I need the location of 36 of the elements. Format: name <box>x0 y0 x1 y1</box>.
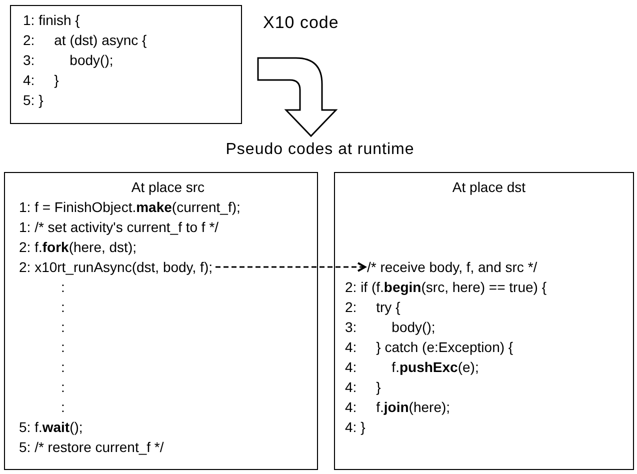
panel-heading: At place dst <box>451 178 527 197</box>
code-line: : <box>61 278 65 297</box>
code-line: 2: try { <box>345 298 400 317</box>
code-line: : <box>61 338 65 357</box>
code-line: 2: f.fork(here, dst); <box>19 238 137 257</box>
code-line: : <box>61 378 65 397</box>
code-line: 1: finish { <box>23 11 80 30</box>
code-line: : <box>61 318 65 337</box>
code-line: 4: } <box>345 378 381 397</box>
code-line: 4: } catch (e:Exception) { <box>345 338 514 357</box>
caption-label: X10 code <box>263 12 339 34</box>
code-line: 1: f = FinishObject.make(current_f); <box>19 198 240 217</box>
code-comment: /* receive body, f, and src */ <box>367 257 538 277</box>
code-line: 5: f.wait(); <box>19 418 83 437</box>
panel-heading: At place src <box>130 178 206 197</box>
code-line: 2: x10rt_runAsync(dst, body, f); <box>19 257 212 277</box>
dashed-arrow <box>216 262 366 272</box>
code-panel <box>334 172 634 470</box>
code-line: 5: /* restore current_f */ <box>19 438 164 457</box>
panel-heading: Pseudo codes at runtime <box>224 140 416 160</box>
code-line: 2: if (f.begin(src, here) == true) { <box>345 278 547 297</box>
code-line: 4: f.pushExc(e); <box>345 358 479 377</box>
code-box <box>10 5 242 124</box>
code-line: 2: at (dst) async { <box>23 31 147 50</box>
block-arrow <box>257 57 337 137</box>
code-line: 3: body(); <box>345 318 436 337</box>
code-line: 4: } <box>23 71 59 90</box>
code-line: 5: } <box>23 91 44 110</box>
code-line: 1: /* set activity's current_f to f */ <box>19 218 219 237</box>
code-line: : <box>61 298 65 317</box>
code-line: 4: f.join(here); <box>345 398 450 417</box>
code-line: : <box>61 398 65 417</box>
code-line: : <box>61 358 65 377</box>
code-line: 3: body(); <box>23 51 114 70</box>
code-panel <box>4 172 318 470</box>
code-line: 4: } <box>345 418 366 437</box>
